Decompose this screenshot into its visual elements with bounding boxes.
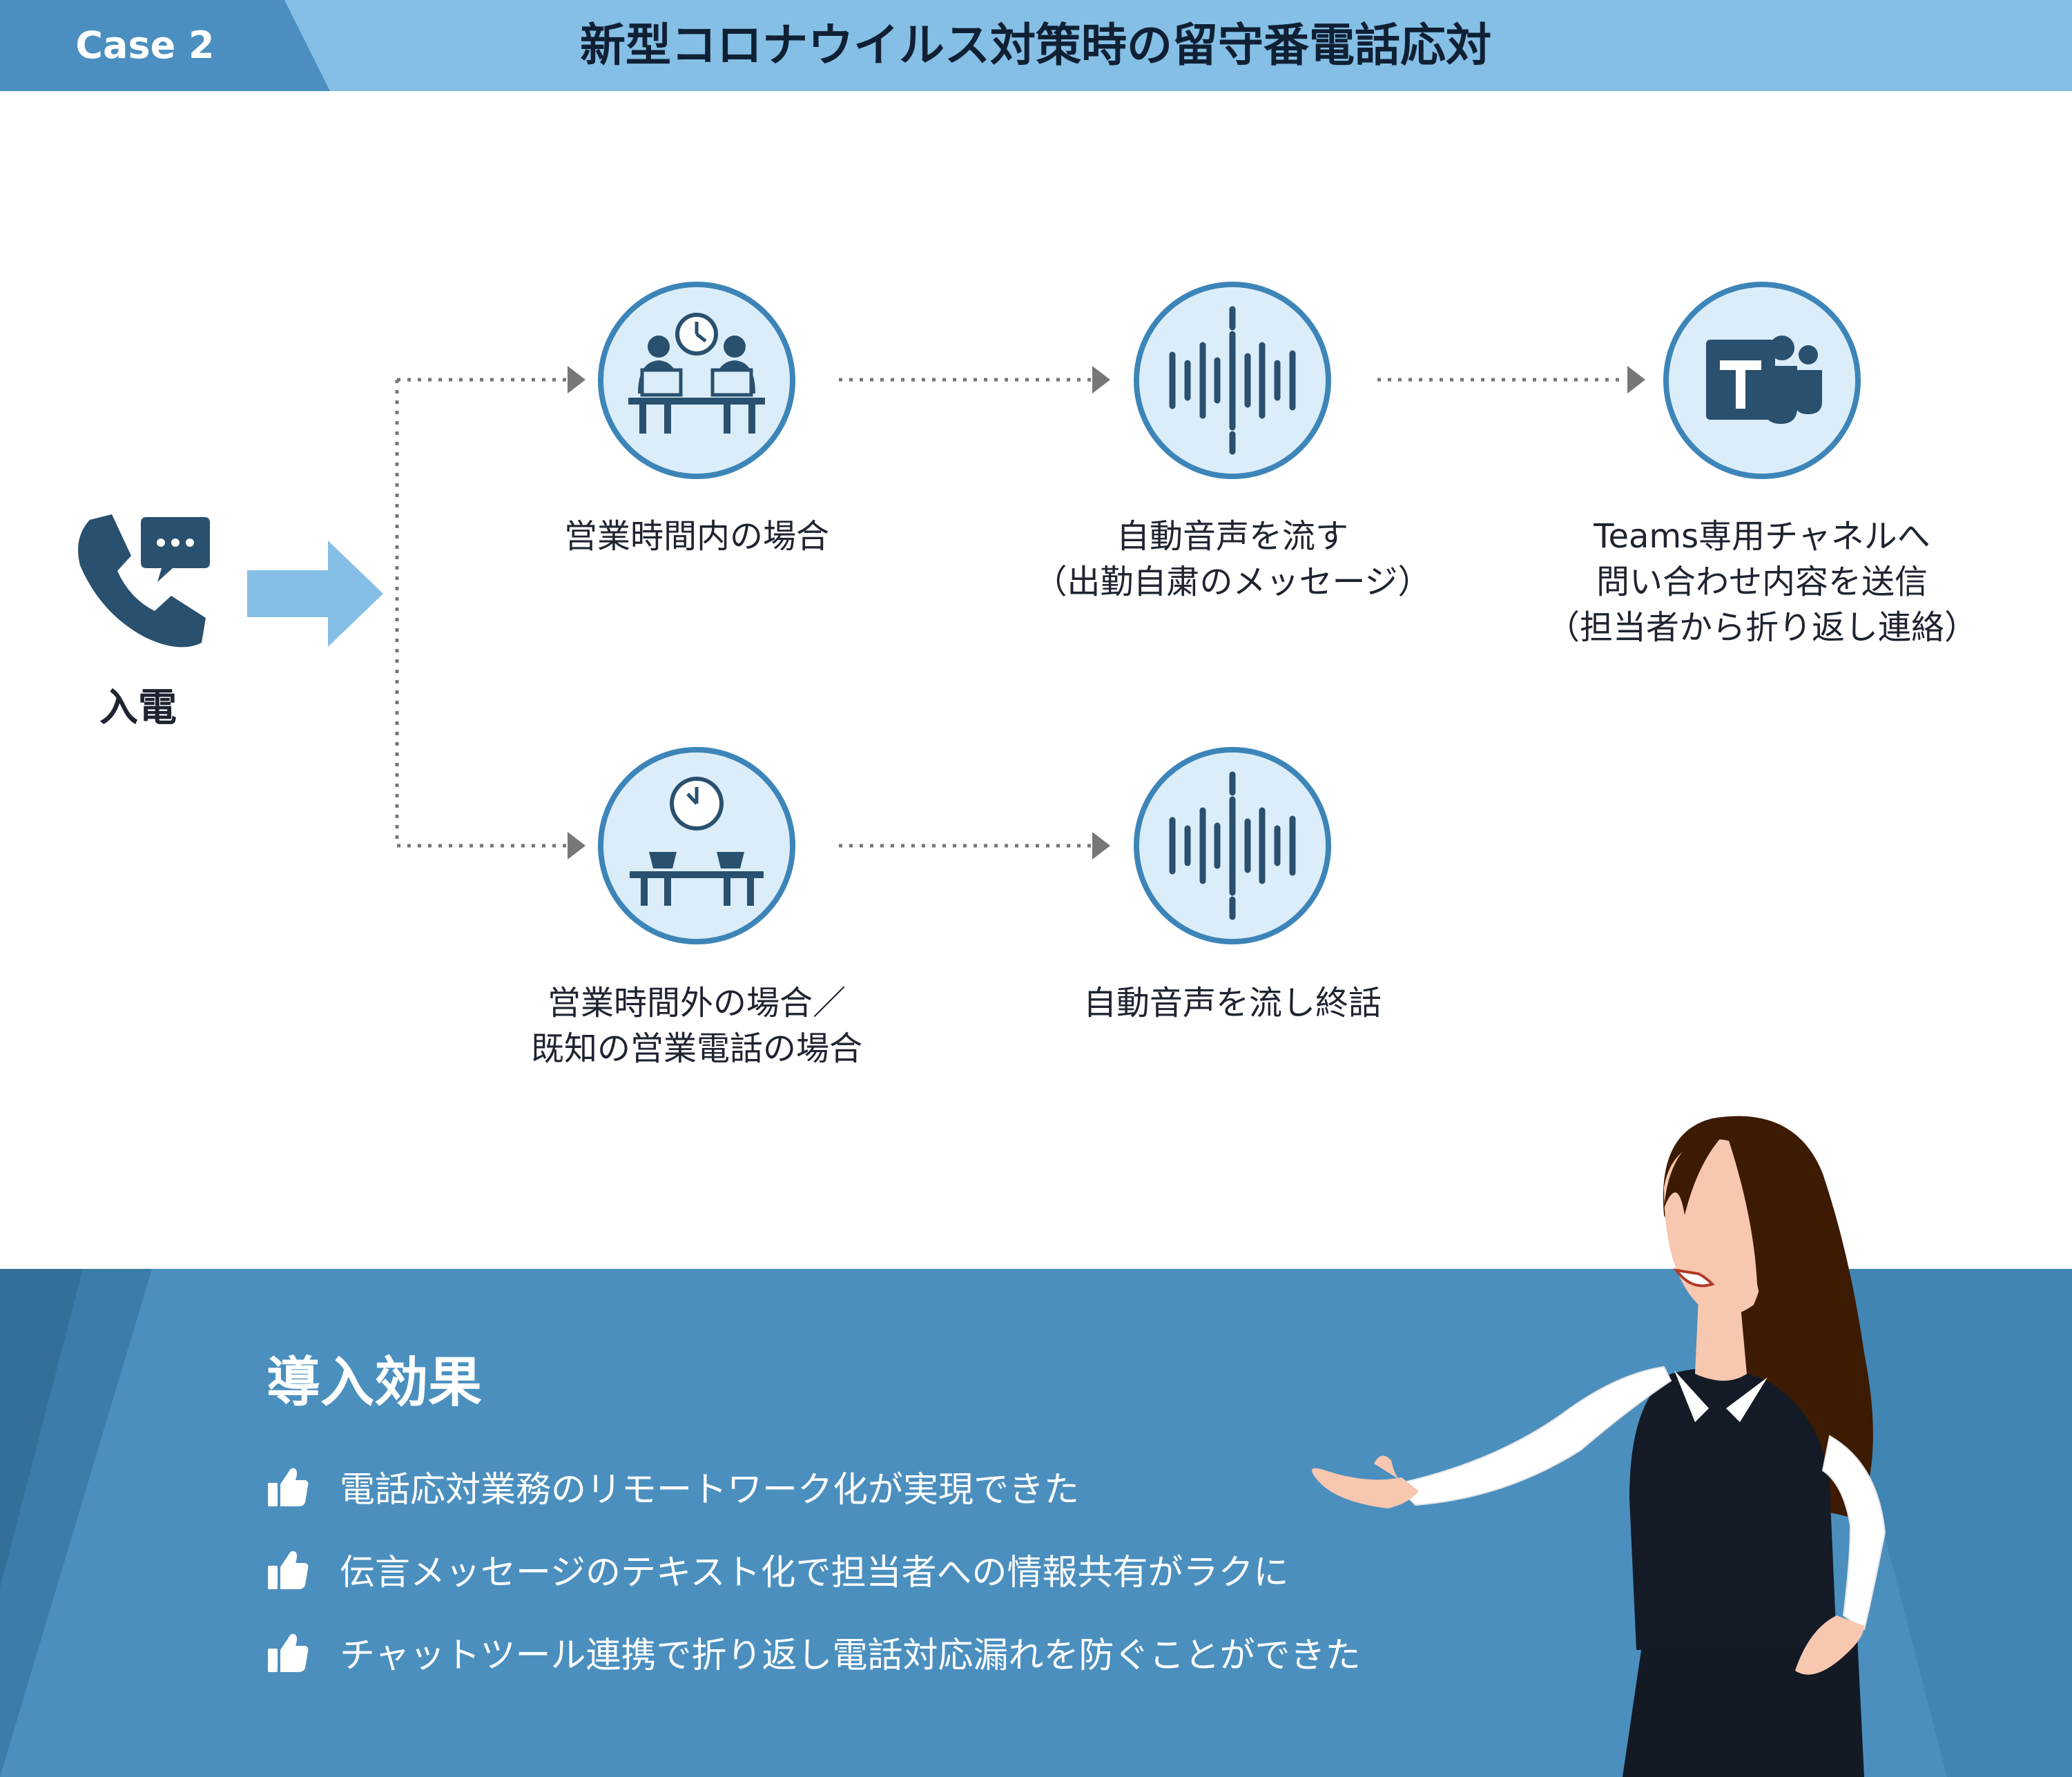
office-desk-clock-icon bbox=[598, 282, 795, 479]
microsoft-teams-icon bbox=[1663, 282, 1861, 479]
arrowhead-5 bbox=[1627, 366, 1645, 394]
effects-title: 導入効果 bbox=[267, 1352, 483, 1414]
effect-text: チャットツール連携で折り返し電話対応漏れを防ぐことができた bbox=[340, 1635, 1361, 1676]
page-title: 新型コロナウイルス対策時の留守番電話応対 bbox=[580, 19, 1491, 72]
effect-item: 電話応対業務のリモートワーク化が実現できた bbox=[267, 1459, 1079, 1514]
step-label-business-hours: 営業時間内の場合 bbox=[563, 517, 829, 556]
arrowhead-3 bbox=[1092, 366, 1110, 394]
thumbs-up-icon bbox=[268, 1633, 309, 1672]
arrowhead-1 bbox=[568, 366, 585, 394]
arrowhead-4 bbox=[1092, 832, 1110, 860]
thumbs-up-icon bbox=[268, 1551, 309, 1589]
step-label-auto-voice: 自動音声を流す （出勤自粛のメッセージ） bbox=[1034, 517, 1431, 601]
case-label: Case 2 bbox=[75, 23, 215, 67]
step-label-auto-voice-end: 自動音声を流し終話 bbox=[1083, 984, 1382, 1022]
sound-wave-icon bbox=[1134, 747, 1331, 944]
sound-wave-icon bbox=[1134, 282, 1331, 479]
thumbs-up-icon bbox=[268, 1468, 309, 1506]
arrowhead-2 bbox=[568, 832, 585, 860]
incoming-call-label: 入電 bbox=[99, 686, 177, 730]
step-label-teams: Teams専用チャネルへ 問い合わせ内容を送信 （担当者から折り返し連絡） bbox=[1546, 517, 1977, 647]
effect-text: 伝言メッセージのテキスト化で担当者への情報共有がラクに bbox=[340, 1553, 1289, 1593]
effect-text: 電話応対業務のリモートワーク化が実現できた bbox=[340, 1470, 1080, 1511]
empty-desk-clock-icon bbox=[598, 747, 795, 944]
phone-chat-icon bbox=[78, 514, 210, 648]
header-bar bbox=[0, 0, 2072, 91]
effect-item: チャットツール連携で折り返し電話対応漏れを防ぐことができた bbox=[267, 1624, 1361, 1680]
effect-item: 伝言メッセージのテキスト化で担当者への情報共有がラクに bbox=[267, 1542, 1288, 1597]
step-label-after-hours: 営業時間外の場合／ 既知の営業電話の場合 bbox=[530, 984, 862, 1068]
